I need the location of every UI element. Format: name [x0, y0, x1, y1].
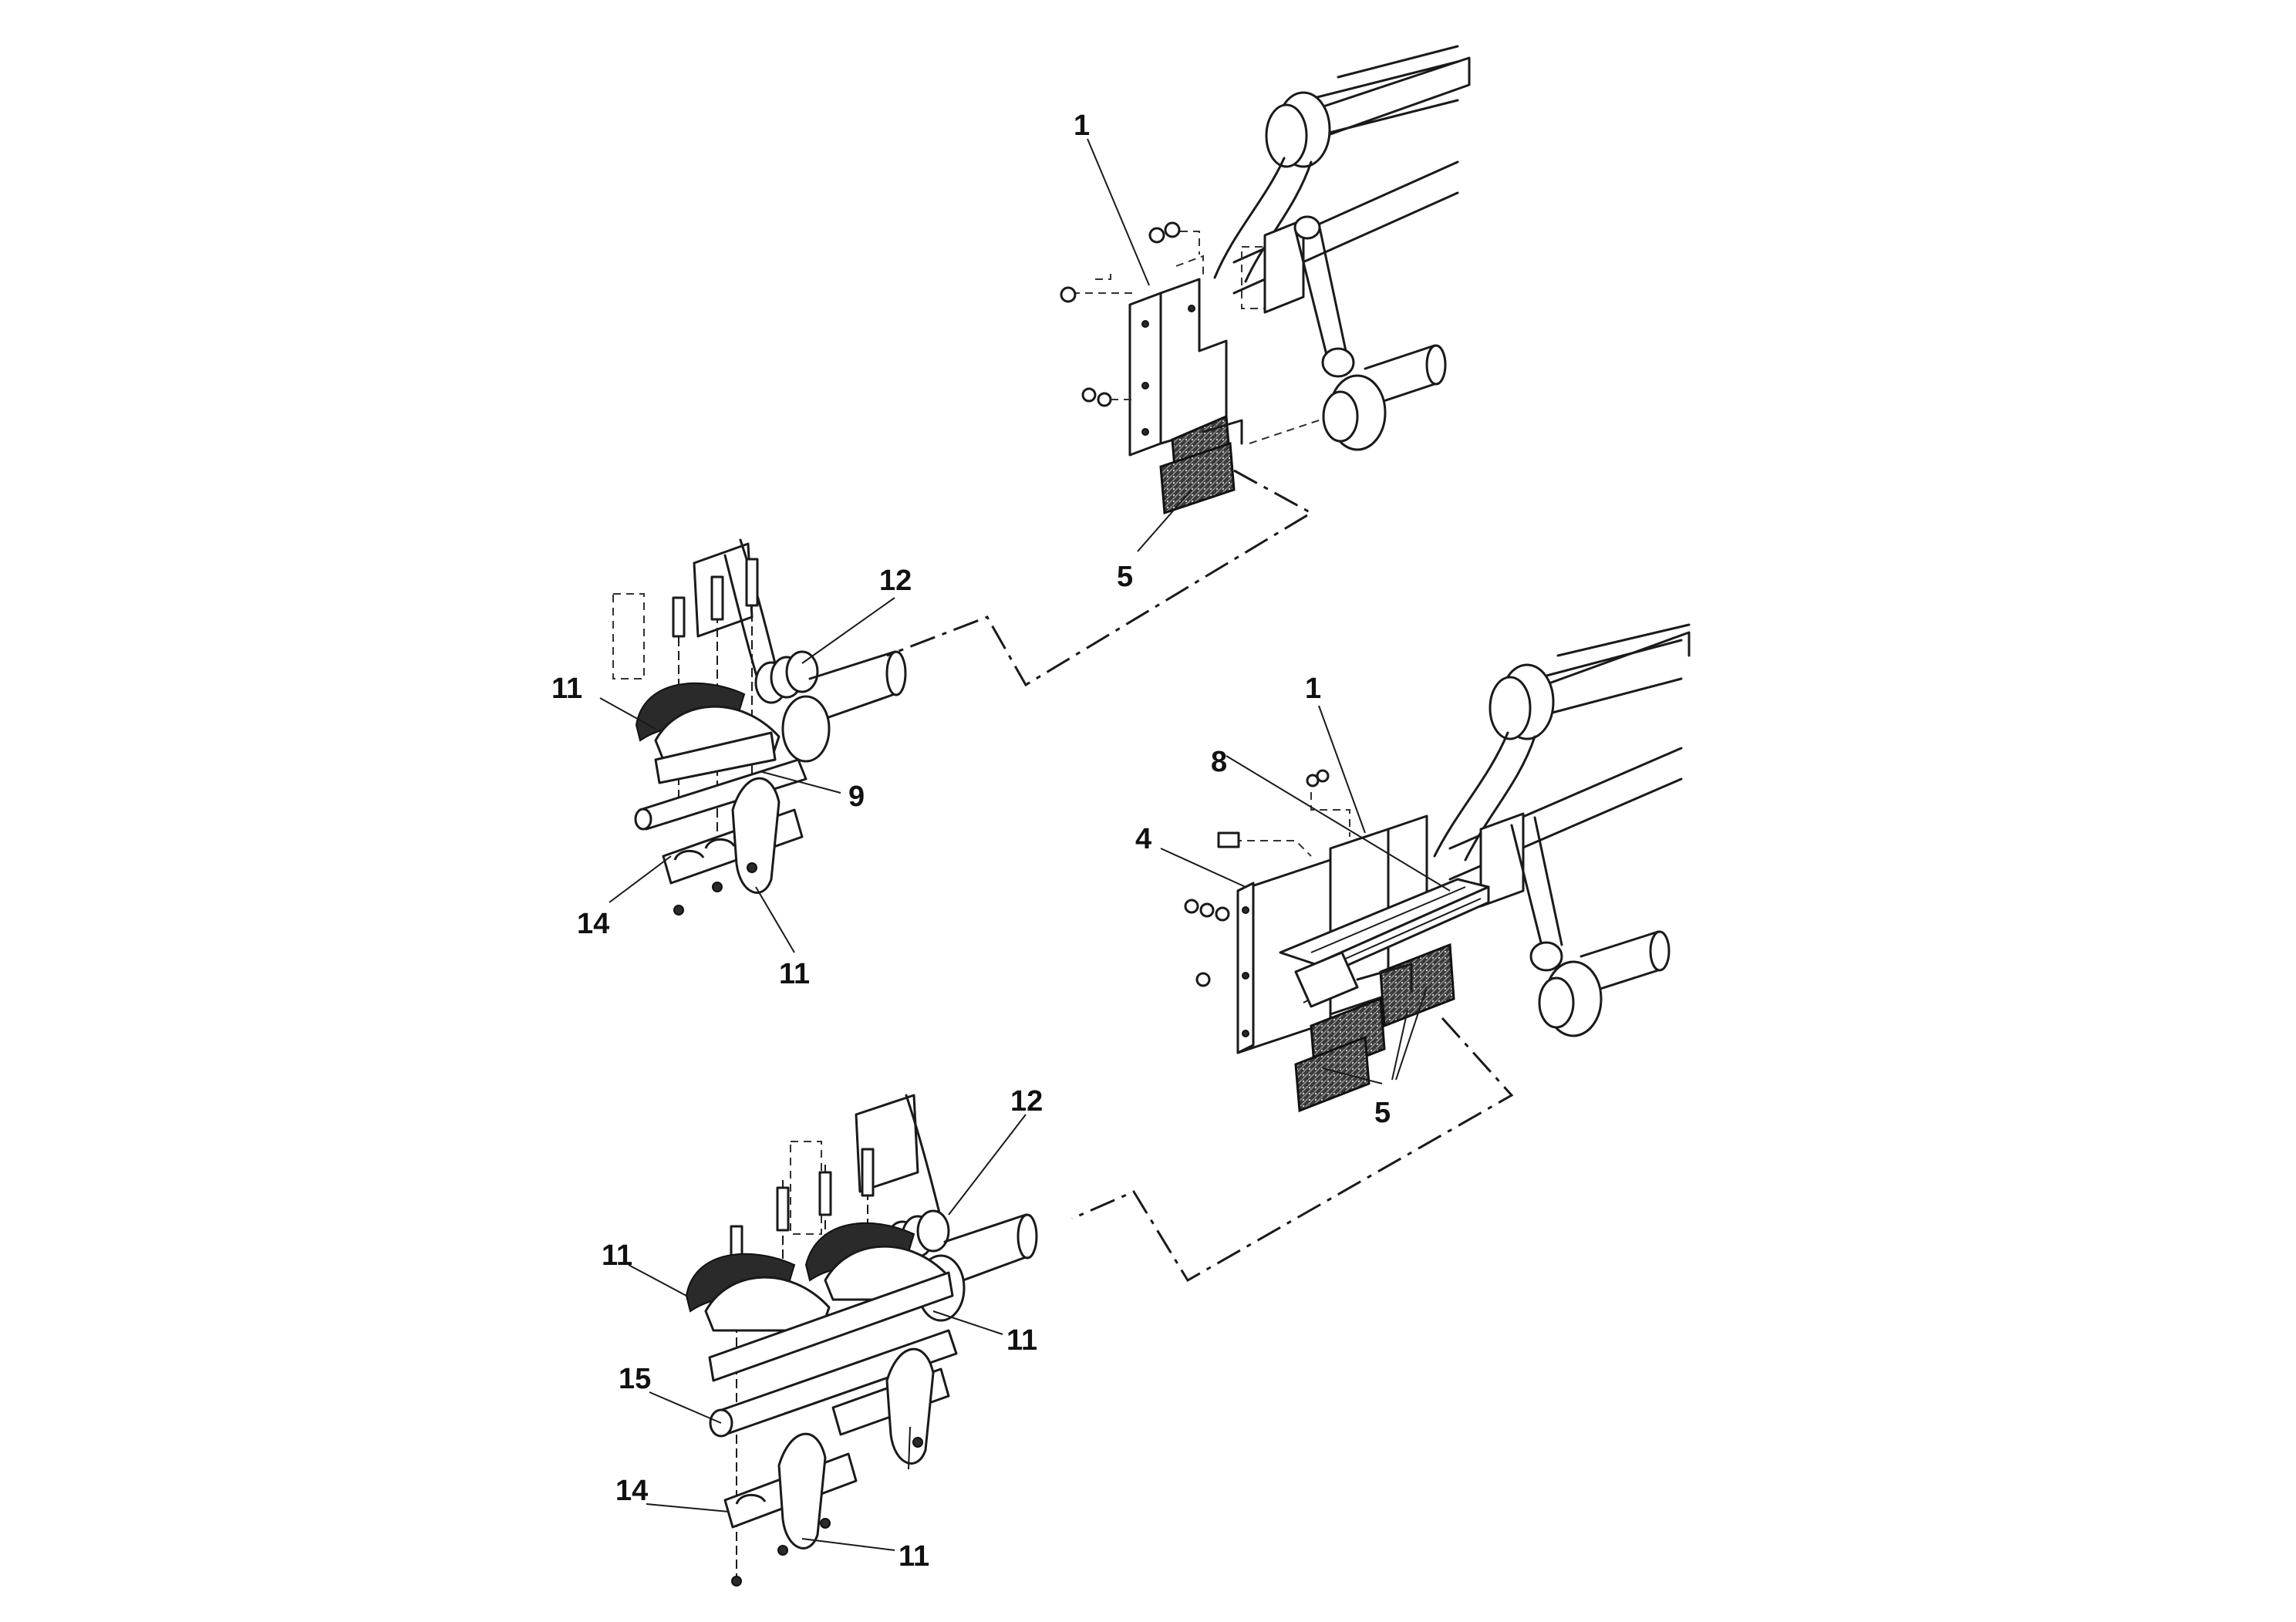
callout-1-top: 1 [1074, 110, 1090, 142]
scraper-blade-lower-d1 [777, 1432, 827, 1549]
cap-screw [672, 596, 686, 638]
callout-14-bottom: 14 [615, 1475, 648, 1507]
assembly-right-bracket [1071, 623, 1691, 1283]
frame-tube-upper [1310, 45, 1459, 139]
callout-12-bottom: 12 [1010, 1085, 1043, 1118]
bolt-head [1060, 286, 1077, 303]
curved-arm [1213, 157, 1313, 283]
callout-11-left-upper: 11 [551, 673, 582, 705]
callout-5-right: 5 [1374, 1097, 1391, 1129]
assembly-bottom-scraper [685, 1094, 1038, 1587]
lock-nut [1148, 227, 1165, 244]
scraper-blade-lower-d2 [885, 1347, 935, 1465]
scraper-blade-lower [731, 777, 781, 894]
hub-b [781, 695, 831, 763]
callout-labels: 1 5 12 11 9 14 11 1 8 4 5 12 11 11 15 14… [551, 110, 1391, 1573]
wear-pad-item-5-c [1379, 943, 1455, 1028]
assembly-left-scraper [612, 538, 907, 916]
leader-lines [599, 138, 1451, 1551]
shock-strut [1294, 222, 1347, 356]
mount-plate-rear [1263, 218, 1305, 314]
linkage-line-c [1071, 1017, 1514, 1283]
bolt-c [1217, 831, 1240, 848]
callout-5-top: 5 [1117, 561, 1133, 593]
callout-8: 8 [1211, 746, 1227, 778]
linkage-line-a [886, 469, 1314, 687]
callout-1-right: 1 [1305, 673, 1321, 705]
frame-main-beam [1294, 56, 1471, 148]
frame-tube-upper-c [1533, 623, 1691, 719]
callout-11-bottom-upper-left: 11 [602, 1239, 632, 1272]
callout-12-left: 12 [879, 565, 912, 597]
callout-11-bottom-lower: 11 [899, 1540, 929, 1573]
callout-4: 4 [1135, 823, 1151, 855]
callout-11-bottom-upper-right: 11 [1006, 1324, 1037, 1357]
scraper-shaft [808, 650, 896, 723]
assembly-top-bracket [886, 45, 1471, 687]
callout-9: 9 [848, 781, 865, 813]
callout-11-left-lower: 11 [779, 958, 810, 990]
callout-14-left: 14 [577, 908, 609, 940]
callout-15: 15 [619, 1363, 651, 1395]
